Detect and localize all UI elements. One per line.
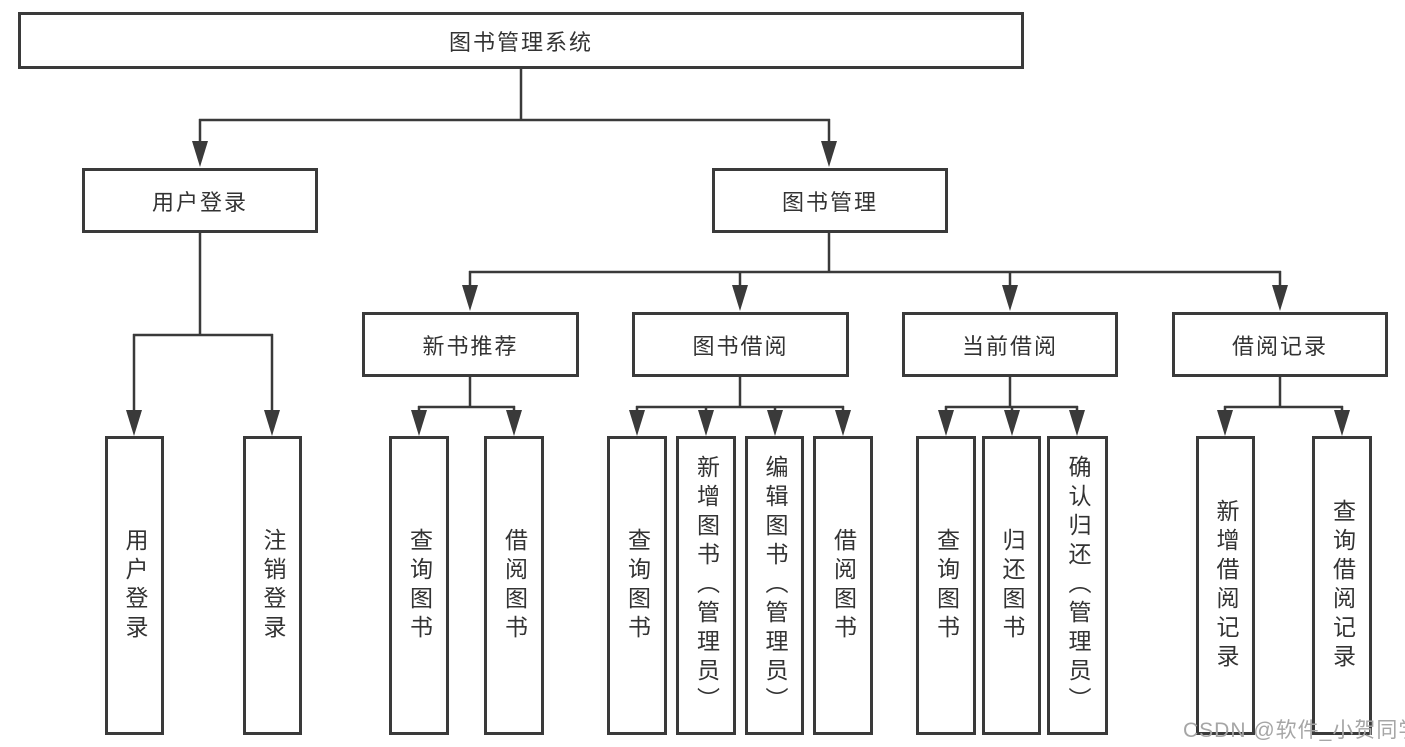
node-book-management: 图书管理 <box>712 168 948 233</box>
leaf-user-login: 用户登录 <box>105 436 164 735</box>
node-new-book-recommend: 新书推荐 <box>362 312 579 377</box>
leaf-borrow-edit-books-admin: 编辑图书（管理员） <box>745 436 804 735</box>
leaf-current-query-books: 查询图书 <box>916 436 976 735</box>
leaf-newbook-query-books: 查询图书 <box>389 436 449 735</box>
leaf-current-confirm-return-admin: 确认归还（管理员） <box>1047 436 1108 735</box>
node-root-system: 图书管理系统 <box>18 12 1024 69</box>
leaf-record-add-borrow-record: 新增借阅记录 <box>1196 436 1255 735</box>
leaf-current-return-books: 归还图书 <box>982 436 1041 735</box>
leaf-record-query-borrow-record: 查询借阅记录 <box>1312 436 1372 735</box>
node-book-borrow: 图书借阅 <box>632 312 849 377</box>
leaf-logout-login: 注销登录 <box>243 436 302 735</box>
node-user-login: 用户登录 <box>82 168 318 233</box>
node-current-borrow: 当前借阅 <box>902 312 1118 377</box>
arrowheads <box>126 141 1350 436</box>
csdn-watermark: CSDN @软件_小贺同学 <box>1183 719 1405 742</box>
leaf-borrow-query-books: 查询图书 <box>607 436 667 735</box>
leaf-borrow-borrow-books: 借阅图书 <box>813 436 873 735</box>
node-borrow-record: 借阅记录 <box>1172 312 1388 377</box>
leaf-newbook-borrow-books: 借阅图书 <box>484 436 544 735</box>
leaf-borrow-add-books-admin: 新增图书（管理员） <box>676 436 736 735</box>
